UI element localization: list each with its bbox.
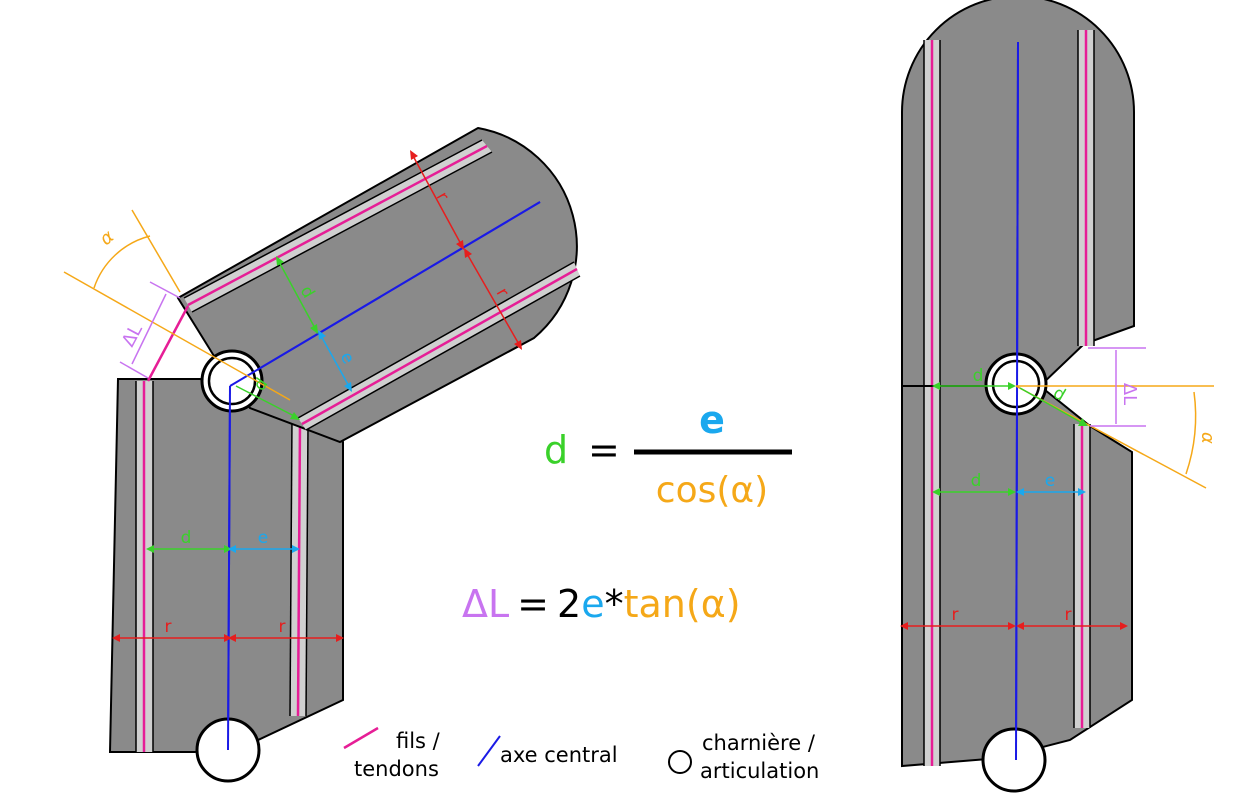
- left-lower-e-label: e: [258, 528, 268, 548]
- legend-tendons-line2: tendons: [354, 757, 439, 781]
- right-r-label-left: r: [952, 605, 959, 625]
- left-lower-channel-right-edge-b: [305, 425, 309, 717]
- formula-d-eq: =: [588, 428, 620, 472]
- left-gap-tendon: [146, 305, 190, 382]
- left-deltaL-line: [131, 293, 167, 365]
- left-upper-channel-bottom-edge-b: [305, 275, 581, 431]
- left-alpha-ref-line-1: [63, 271, 291, 401]
- left-axis-over-hinge: [229, 201, 541, 387]
- formula-deltaL-lhs: ΔL: [462, 582, 509, 626]
- left-deltaL-tick-a: [119, 361, 149, 379]
- right-joint-d-label: d: [973, 366, 984, 386]
- left-alpha-ref-line-2: [131, 209, 181, 293]
- left-upper-channel-top-edge-a: [183, 139, 483, 299]
- legend-hinge-line1: charnière /: [702, 731, 816, 755]
- formula-deltaL-two: 2: [557, 582, 581, 626]
- left-upper-channel-top-edge-b: [191, 151, 493, 313]
- legend-hinge-swatch: [668, 750, 692, 774]
- formula-deltaL-text: ΔL=2e*tan(α): [462, 582, 741, 626]
- left-lower-tendon-right: [296, 421, 302, 717]
- right-axis-over-hinges: [1015, 41, 1019, 761]
- formula-deltaL-tan: tan(α): [624, 582, 741, 626]
- left-lower-r-label-right: r: [279, 617, 286, 637]
- legend: fils / tendons axe central charnière / a…: [343, 726, 819, 783]
- right-r-dimension-left: r: [900, 605, 1016, 630]
- right-bottom-hinge: [981, 727, 1047, 793]
- left-upper-tendon-top: [187, 144, 488, 307]
- right-alpha-arc: [1185, 391, 1197, 475]
- right-d-label: d: [971, 471, 982, 491]
- formula-deltaL-star: *: [605, 582, 624, 626]
- left-alpha-label: α: [96, 226, 119, 250]
- right-alpha-label: α: [1197, 432, 1218, 444]
- formula-deltaL-e: e: [581, 582, 604, 626]
- formula-d-denominator: cos(α): [656, 470, 768, 511]
- left-upper-segment: [176, 126, 581, 444]
- right-r-label-right: r: [1065, 605, 1072, 625]
- left-deltaL-tick-b: [149, 281, 181, 299]
- left-lower-r-dimension-right: r: [228, 617, 344, 642]
- formula-d: d = e cos(α): [544, 398, 792, 511]
- legend-axis-swatch: [477, 735, 501, 767]
- right-joint-d-horizontal: d: [932, 366, 1016, 390]
- legend-axis-label: axe central: [500, 743, 618, 767]
- formula-d-numerator: e: [699, 398, 725, 442]
- left-upper-tendon-bottom: [301, 267, 578, 426]
- formula-deltaL: ΔL=2e*tan(α): [462, 582, 741, 626]
- right-assembly: α ΔL d d d e: [900, 0, 1218, 793]
- left-lower-segment: [108, 378, 344, 753]
- left-middle-hinge-outer: [200, 349, 264, 413]
- right-e-label: e: [1045, 471, 1055, 491]
- legend-tendons-line1: fils /: [396, 729, 441, 753]
- left-upper-body: [176, 126, 578, 444]
- right-deltaL-label: ΔL: [1119, 383, 1140, 405]
- left-alpha-arc: [93, 235, 151, 289]
- left-deltaL-label: ΔL: [118, 321, 147, 351]
- left-assembly: α ΔL d e r r: [63, 126, 581, 783]
- left-upper-channel-bottom-edge-a: [297, 261, 575, 419]
- formula-d-lhs: d: [544, 428, 568, 472]
- left-axis-lower-over-hinge: [227, 385, 231, 751]
- right-r-dimension-right: r: [1016, 605, 1128, 630]
- formula-deltaL-eq: =: [517, 582, 549, 626]
- left-lower-channel-right-edge-a: [289, 417, 293, 717]
- legend-tendon-swatch: [343, 726, 379, 750]
- right-e-dimension: e: [1016, 471, 1086, 496]
- legend-hinge-line2: articulation: [700, 759, 819, 783]
- left-lower-d-label: d: [181, 528, 192, 548]
- right-d-dimension: d: [932, 471, 1016, 496]
- left-lower-e-dimension: e: [228, 528, 300, 553]
- left-lower-r-label-left: r: [165, 617, 172, 637]
